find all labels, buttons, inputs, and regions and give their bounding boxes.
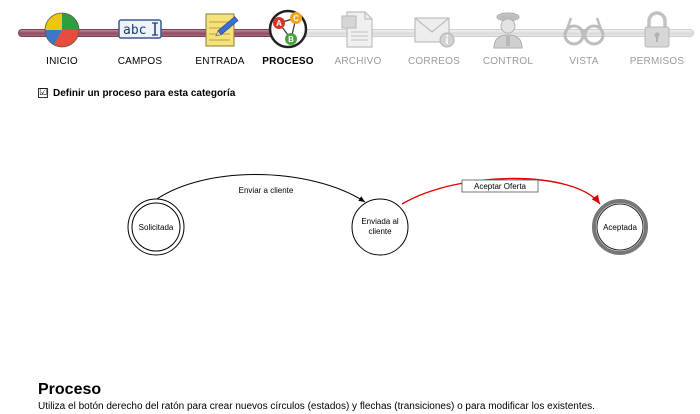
step-label: CAMPOS — [117, 56, 163, 67]
step-label: INICIO — [46, 56, 78, 67]
state-label: Aceptada — [603, 223, 637, 232]
step-label: CORREOS — [408, 56, 460, 67]
svg-text:abc: abc — [123, 23, 146, 38]
define-process-option[interactable]: ☑ Definir un proceso para esta categoría — [38, 86, 235, 100]
officer-icon — [486, 8, 530, 50]
wizard-bar: INICIO abc CAMPOS — [0, 0, 700, 76]
state-enviada-al-cliente[interactable]: Enviada al cliente — [351, 198, 409, 256]
step-inicio[interactable]: INICIO — [28, 8, 96, 70]
help-text: Utiliza el botón derecho del ratón para … — [38, 401, 595, 412]
step-label: VISTA — [569, 56, 599, 67]
svg-text:A: A — [276, 19, 282, 28]
svg-text:C: C — [293, 14, 299, 23]
transition-label[interactable]: Aceptar Oferta — [474, 182, 527, 191]
transition-label[interactable]: Enviar a cliente — [239, 186, 294, 195]
step-correos[interactable]: CORREOS — [400, 8, 468, 70]
notepad-pencil-icon — [198, 8, 242, 50]
step-archivo[interactable]: ARCHIVO — [324, 8, 392, 70]
define-process-label: Definir un proceso para esta categoría — [53, 87, 236, 99]
state-label: Enviada al — [361, 217, 399, 226]
step-entrada[interactable]: ENTRADA — [186, 8, 254, 70]
step-campos[interactable]: abc CAMPOS — [106, 8, 174, 70]
step-label: PERMISOS — [629, 56, 685, 67]
step-label: CONTROL — [482, 56, 534, 67]
glasses-icon — [562, 8, 606, 50]
process-diagram[interactable]: Enviar a cliente Aceptar Oferta Solicita… — [0, 140, 700, 320]
step-permisos[interactable]: PERMISOS — [623, 8, 691, 70]
mail-icon — [412, 8, 456, 50]
step-proceso[interactable]: A C B PROCESO — [254, 8, 322, 70]
step-vista[interactable]: VISTA — [550, 8, 618, 70]
step-label: ARCHIVO — [334, 56, 382, 67]
process-nodes-icon: A C B — [266, 8, 310, 50]
step-label: ENTRADA — [195, 56, 245, 67]
transition-arrow-selected[interactable] — [401, 177, 601, 205]
transition-label-box[interactable] — [461, 179, 539, 193]
svg-text:B: B — [288, 35, 294, 44]
state-solicitada[interactable]: Solicitada — [127, 198, 185, 256]
text-field-icon: abc — [118, 8, 162, 50]
define-process-checkbox[interactable]: ☑ — [38, 88, 48, 98]
state-label: Solicitada — [139, 223, 174, 232]
transition-arrow[interactable] — [149, 174, 366, 205]
state-aceptada[interactable]: Aceptada — [592, 199, 648, 255]
pie-chart-icon — [40, 8, 84, 50]
step-control[interactable]: CONTROL — [474, 8, 542, 70]
state-label: cliente — [368, 227, 392, 236]
step-label: PROCESO — [262, 56, 314, 67]
help-title: Proceso — [38, 381, 102, 398]
lock-icon — [635, 8, 679, 50]
document-icon — [336, 8, 380, 50]
